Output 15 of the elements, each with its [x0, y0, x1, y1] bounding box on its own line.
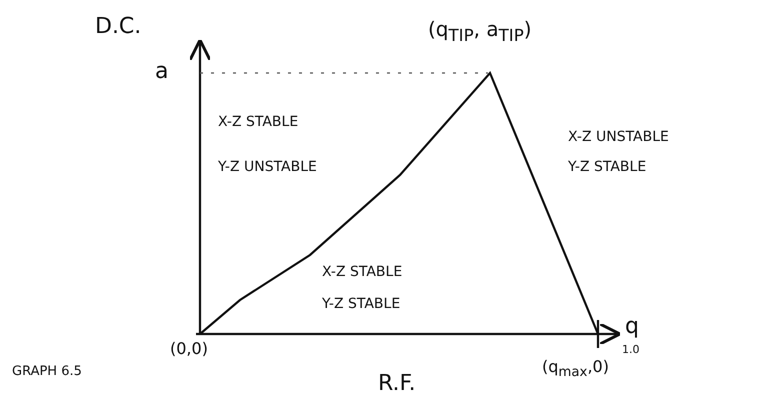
point-label: (q$_{TIP}$, a$_{TIP}$) — [428, 18, 532, 46]
axis-label: q — [625, 315, 639, 340]
graph-caption: GRAPH 6.5 — [12, 365, 82, 380]
region-label: X-Z STABLE — [322, 265, 402, 280]
axis-label: a — [155, 60, 168, 84]
tick-label: 1.0 — [622, 344, 640, 356]
region-label: X-Z STABLE — [218, 115, 298, 130]
point-label: (q$_{max}$,0) — [542, 358, 609, 381]
axis-title: R.F. — [378, 372, 416, 396]
region-label: Y-Z UNSTABLE — [218, 160, 317, 176]
point-label: (0,0) — [170, 340, 208, 358]
region-label: Y-Z STABLE — [568, 160, 646, 176]
region-label: X-Z UNSTABLE — [568, 130, 669, 146]
region-label: Y-Z STABLE — [322, 297, 400, 312]
axis-title: D.C. — [95, 15, 142, 40]
